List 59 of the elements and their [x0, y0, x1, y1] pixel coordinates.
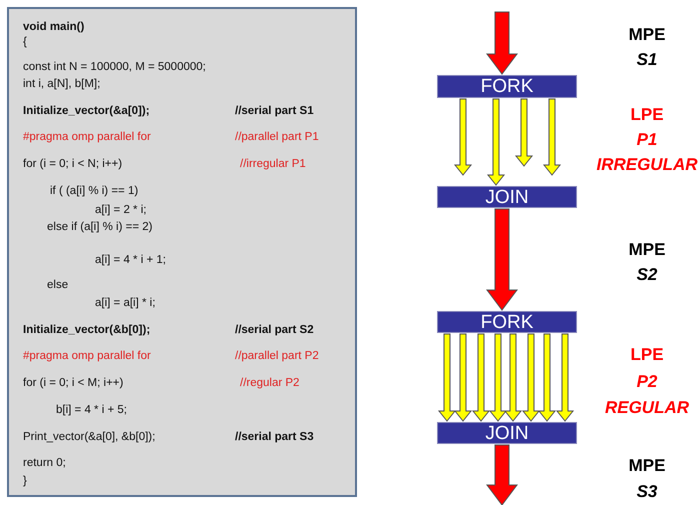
code-comment: //parallel part P2	[235, 349, 319, 363]
serial-phase-label: MPE	[628, 456, 666, 476]
code-comment: //parallel part P1	[235, 130, 319, 144]
code-line: a[i] = 2 * i;	[95, 203, 146, 217]
join-bar: JOIN	[437, 186, 577, 208]
arrow	[556, 334, 574, 422]
code-comment: //serial part S2	[235, 323, 314, 337]
arrow	[486, 444, 518, 505]
code-line: #pragma omp parallel for	[23, 130, 151, 144]
serial-phase-label: MPE	[628, 25, 666, 45]
code-line: else	[47, 278, 68, 292]
arrow	[542, 98, 562, 176]
fork-bar: FORK	[437, 311, 577, 333]
code-line: Initialize_vector(&b[0]);	[23, 323, 150, 337]
arrow	[454, 98, 472, 176]
arrow	[486, 208, 518, 311]
arrow	[472, 334, 490, 422]
code-comment: //serial part S3	[235, 430, 314, 444]
parallel-phase-label: P1	[636, 130, 658, 150]
code-panel	[7, 7, 357, 497]
arrow	[522, 334, 540, 422]
arrow	[486, 12, 518, 75]
code-comment: //serial part S1	[235, 104, 314, 118]
code-line: for (i = 0; i < N; i++)	[23, 157, 122, 171]
parallel-phase-label: REGULAR	[604, 398, 690, 418]
arrow	[486, 98, 506, 186]
arrow	[504, 334, 522, 422]
code-comment: //irregular P1	[240, 157, 306, 171]
serial-phase-label: MPE	[628, 240, 666, 260]
code-line: int i, a[N], b[M];	[23, 77, 100, 91]
arrow	[454, 334, 472, 422]
code-line: if ( (a[i] % i) == 1)	[50, 184, 138, 198]
join-bar: JOIN	[437, 422, 577, 444]
code-line: return 0;	[23, 456, 66, 470]
code-line: a[i] = 4 * i + 1;	[95, 253, 166, 267]
code-line: }	[23, 474, 27, 488]
code-line: #pragma omp parallel for	[23, 349, 151, 363]
code-line: Print_vector(&a[0], &b[0]);	[23, 430, 156, 444]
arrow	[514, 98, 534, 167]
code-line: Initialize_vector(&a[0]);	[23, 104, 150, 118]
code-line: b[i] = 4 * i + 5;	[56, 403, 127, 417]
parallel-phase-label: LPE	[629, 345, 665, 365]
arrow	[438, 334, 456, 422]
code-line: void main()	[23, 20, 84, 34]
arrow	[488, 334, 508, 422]
code-line: {	[23, 35, 27, 49]
code-line: const int N = 100000, M = 5000000;	[23, 60, 206, 74]
fork-bar: FORK	[437, 75, 577, 98]
parallel-phase-label: P2	[636, 372, 658, 392]
code-comment: //regular P2	[240, 376, 300, 390]
arrow	[538, 334, 556, 422]
parallel-phase-label: LPE	[629, 105, 665, 125]
code-line: else if (a[i] % i) == 2)	[47, 220, 152, 234]
parallel-phase-label: IRREGULAR	[595, 155, 698, 175]
serial-phase-label: S2	[636, 265, 658, 285]
code-line: a[i] = a[i] * i;	[95, 296, 156, 310]
code-line: for (i = 0; i < M; i++)	[23, 376, 124, 390]
serial-phase-label: S1	[636, 50, 658, 70]
serial-phase-label: S3	[636, 482, 658, 502]
